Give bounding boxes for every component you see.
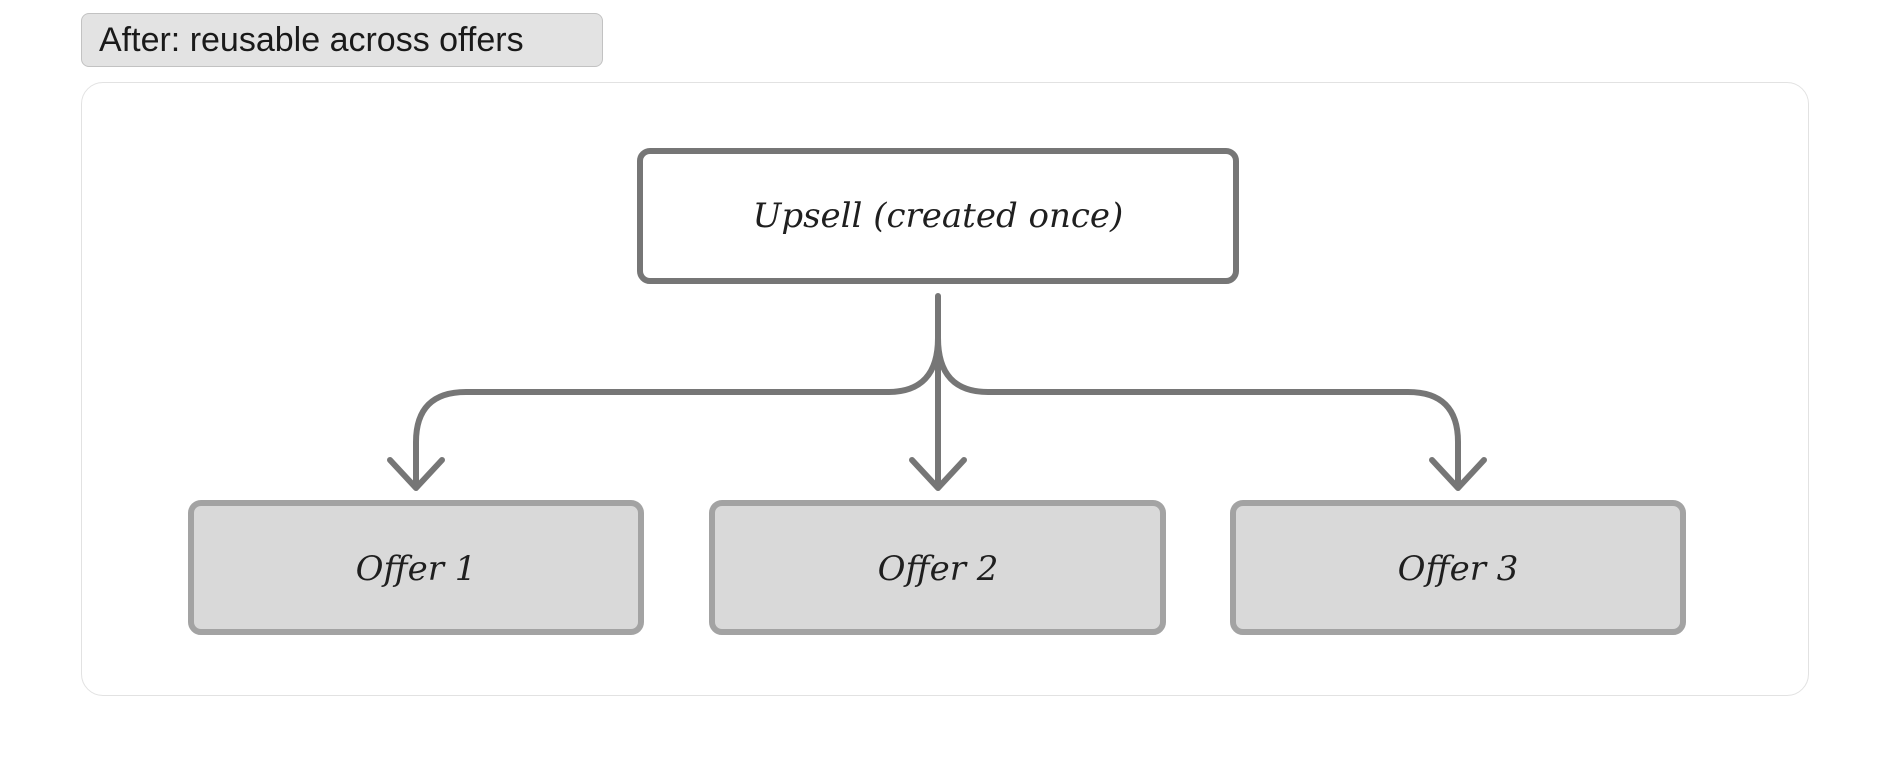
target-node-offer-1: Offer 1 [188, 500, 644, 635]
source-node-label: Upsell (created once) [753, 196, 1124, 236]
arrowhead-offer-1 [387, 457, 445, 491]
target-node-offer-2: Offer 2 [709, 500, 1166, 635]
connector-to-offer-1 [413, 335, 941, 488]
diagram-caption: After: reusable across offers [81, 13, 603, 67]
target-node-offer-3: Offer 3 [1230, 500, 1686, 635]
offer-2-label: Offer 2 [878, 549, 999, 589]
arrowhead-offer-3 [1429, 457, 1487, 491]
offer-3-box [1230, 500, 1686, 635]
offer-2-box [709, 500, 1166, 635]
offer-3-label: Offer 3 [1398, 549, 1519, 589]
connectors [413, 293, 1461, 488]
offer-1-label: Offer 1 [356, 549, 477, 589]
offer-1-box [188, 500, 644, 635]
source-node-box [637, 148, 1239, 284]
arrowhead-offer-2 [909, 457, 967, 491]
source-node: Upsell (created once) [637, 148, 1239, 284]
connector-to-offer-3 [935, 335, 1461, 488]
